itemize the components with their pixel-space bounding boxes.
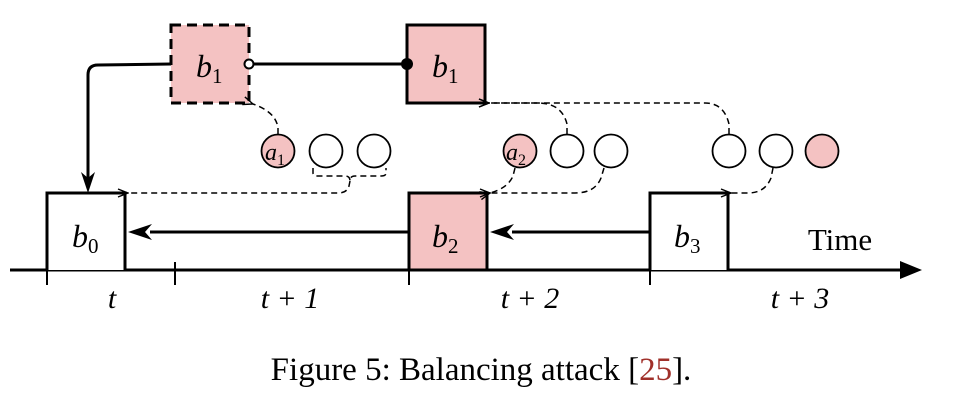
block-b3: b3	[648, 191, 730, 270]
filled-endpoint-dot	[401, 58, 413, 70]
block-b1-withheld-label: b1	[196, 48, 223, 88]
vote-circle-honest	[549, 133, 585, 169]
block-b1-withheld: b1	[169, 23, 251, 105]
block-b1-released-label: b1	[432, 48, 459, 88]
honest-vote-to-b2-arrow	[490, 167, 605, 193]
block-b3-label: b3	[674, 218, 701, 258]
block-b0: b0	[45, 191, 127, 270]
slot-label-t2: t + 2	[501, 282, 560, 315]
b1-to-b0-arrowhead	[81, 172, 95, 193]
vote-a2-label: a2	[506, 140, 526, 169]
slot-label-t3: t + 3	[771, 282, 830, 315]
time-axis-arrowhead	[900, 261, 922, 279]
honest-vote-t3-to-b1-arrow	[489, 103, 730, 134]
time-axis-label: Time	[808, 222, 872, 257]
honest-votes-brace	[312, 168, 387, 182]
vote-circle-honest	[593, 133, 629, 169]
caption-text: Figure 5: Balancing attack [	[270, 352, 640, 388]
honest-vote-to-b3-arrow	[731, 167, 774, 193]
vote-circle-honest	[758, 133, 794, 169]
vote-circle-honest	[356, 133, 392, 169]
vote-a2: a2	[502, 133, 538, 169]
block-b2: b2	[407, 191, 489, 272]
b3-to-b2-arrowhead	[490, 224, 514, 240]
open-endpoint-dot	[243, 58, 255, 70]
vote-a1: a1	[260, 133, 296, 169]
citation-link[interactable]: 25	[639, 352, 673, 388]
slot-label-t: t	[108, 282, 117, 315]
vote-a1-to-b1-arrow	[253, 104, 279, 134]
honest-vote-to-b1-arrow	[489, 103, 568, 134]
vote-a2-to-b2-arrow	[490, 167, 516, 193]
vote-circle-honest	[308, 133, 344, 169]
block-b2-label: b2	[432, 218, 459, 258]
slot-label-t1: t + 1	[261, 282, 320, 315]
b1-to-b0-arrow	[86, 62, 172, 180]
vote-circle-honest	[711, 133, 747, 169]
vote-circle-adversarial	[804, 133, 840, 169]
figure-caption: Figure 5: Balancing attack [25].	[0, 352, 962, 389]
time-axis: Time t t + 1 t + 2 t + 3	[10, 222, 922, 315]
caption-suffix: ].	[672, 352, 692, 388]
b2-to-b0-arrowhead	[128, 224, 152, 240]
honest-votes-to-b0-arrow	[128, 180, 351, 193]
block-b0-label: b0	[72, 218, 99, 258]
block-b1-released: b1	[405, 23, 487, 105]
vote-a1-label: a1	[265, 140, 285, 169]
